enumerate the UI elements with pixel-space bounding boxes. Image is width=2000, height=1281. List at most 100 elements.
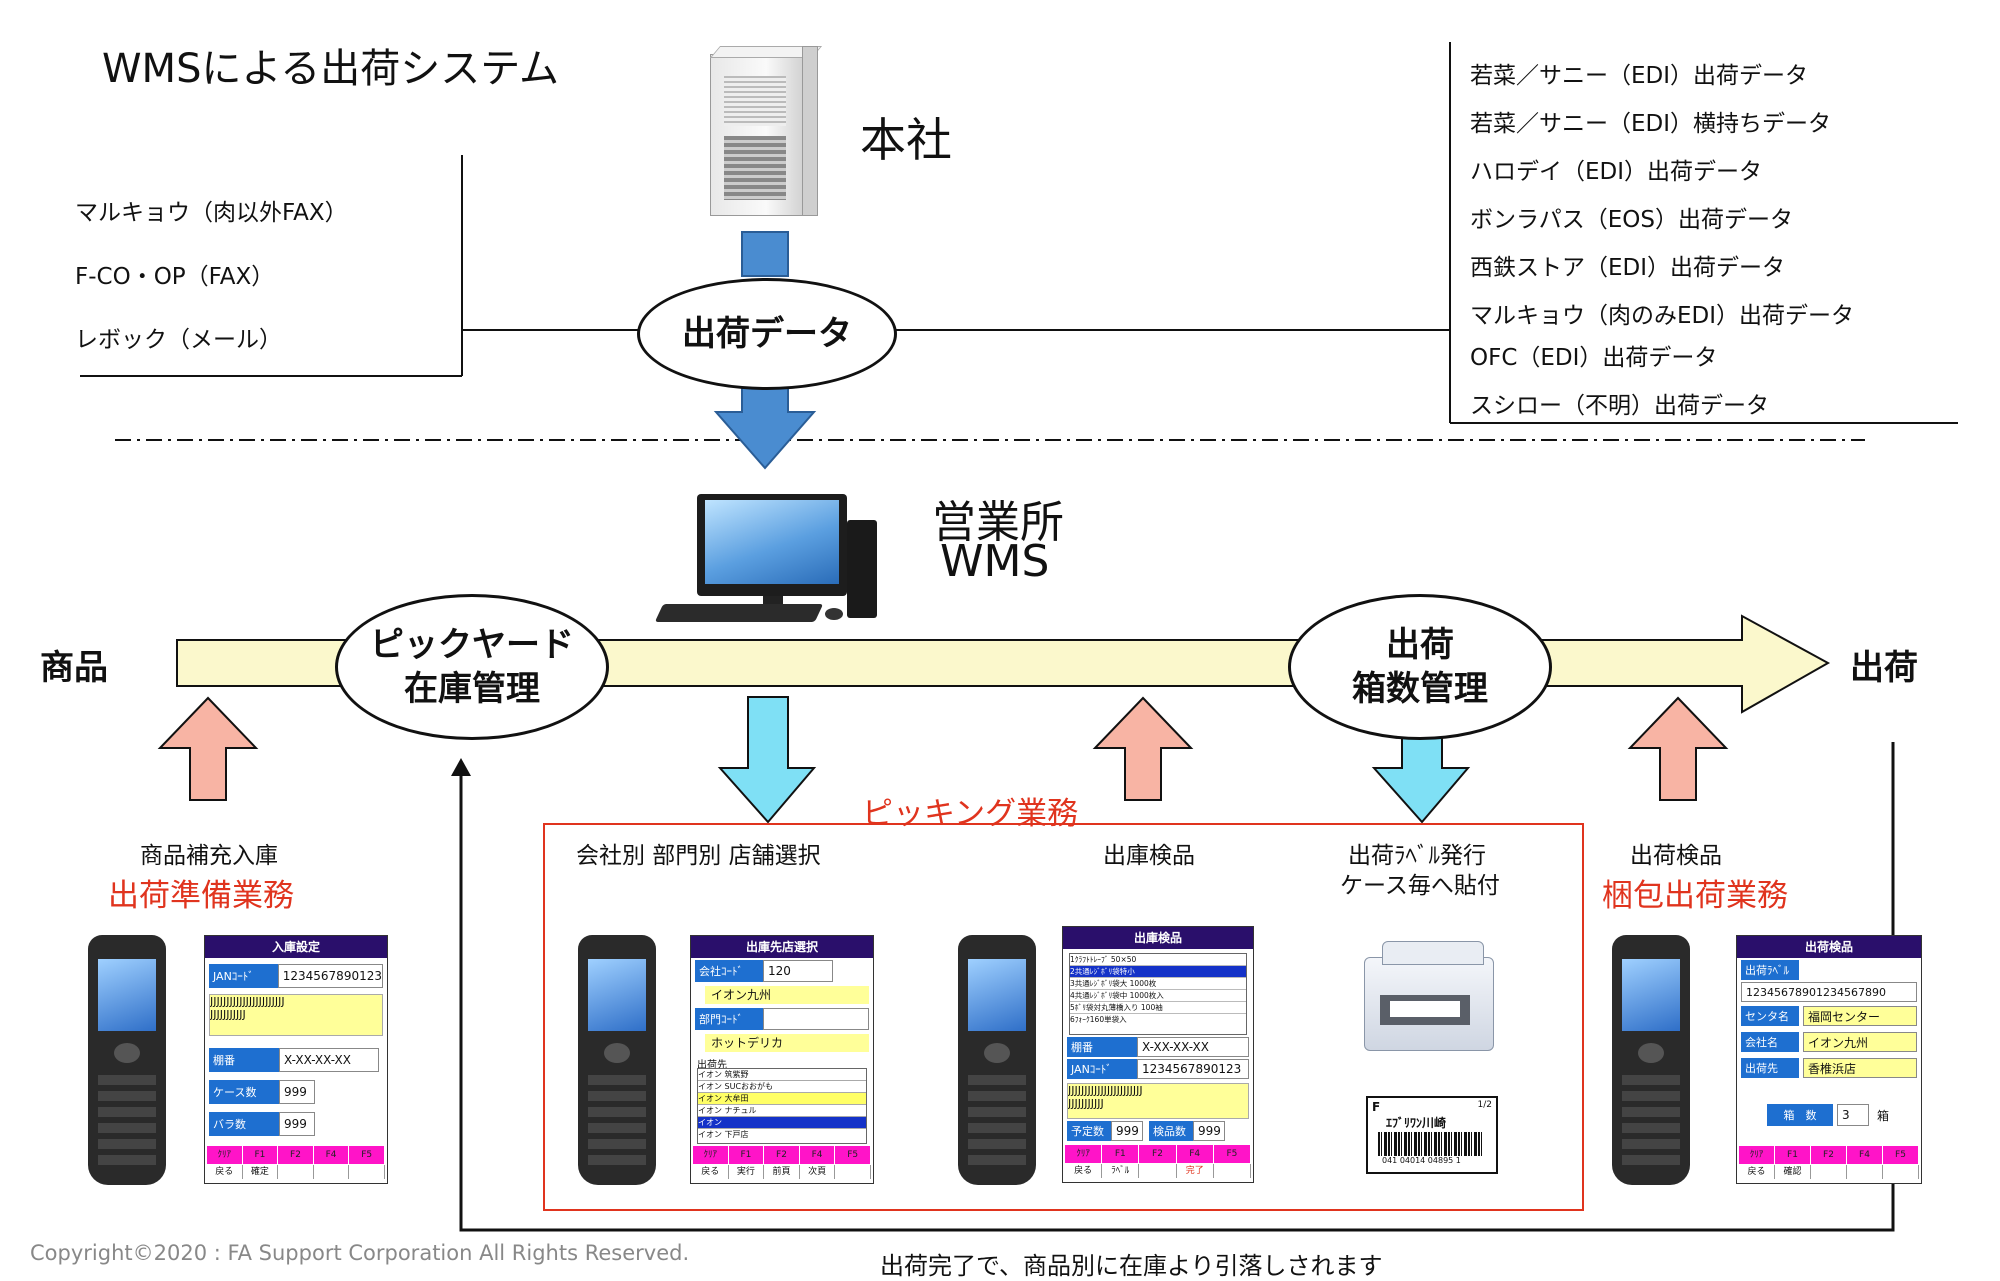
screen-title: 出庫先店選択 [691, 936, 873, 958]
list-item[interactable]: イオン 筑紫野 [698, 1069, 866, 1081]
list-item[interactable]: 1ｸﾗﾌﾄﾄﾚｰﾌﾞ 50×50 [1070, 954, 1246, 966]
picking-title: ピッキング業務 [862, 796, 1079, 832]
dept-code-field[interactable] [763, 1008, 869, 1030]
flow-start-label: 商品 [40, 648, 108, 688]
fkey-name [1883, 1165, 1919, 1179]
left-source-item: F-CO・OP（FAX） [75, 264, 275, 290]
fkey[interactable]: F1 [1775, 1146, 1811, 1164]
server-icon [710, 46, 823, 216]
fkey[interactable]: F1 [1102, 1145, 1140, 1163]
box-count-field[interactable]: 3 [1837, 1104, 1869, 1126]
shelf-field[interactable]: X-XX-XX-XX [1137, 1037, 1249, 1057]
fkey-name: 実行 [729, 1165, 765, 1179]
fkey[interactable]: ｸﾘｱ [1739, 1146, 1775, 1164]
company-code-field[interactable]: 120 [763, 960, 833, 982]
shelf-field[interactable]: X-XX-XX-XX [279, 1048, 379, 1072]
item-list[interactable]: 1ｸﾗﾌﾄﾄﾚｰﾌﾞ 50×50 2共通ﾚｼﾞﾎﾞﾘ袋特小 3共通ﾚｼﾞﾎﾞﾘ袋… [1069, 953, 1247, 1035]
item-name-line: JJJJJJJJJJJJJJJJJJJJJJJ [1068, 1084, 1143, 1097]
fkey[interactable]: F5 [349, 1146, 385, 1164]
pack-task-label: 梱包出荷業務 [1602, 878, 1788, 914]
left-source-item: マルキョウ（肉以外FAX） [75, 200, 348, 226]
select-label: 会社別 部門別 店舗選択 [576, 843, 821, 869]
hq-label: 本社 [860, 113, 952, 167]
fkey[interactable]: ｸﾘｱ [693, 1146, 729, 1164]
fkey-name: 次頁 [800, 1165, 836, 1179]
list-item[interactable]: イオン 大牟田 [698, 1093, 866, 1105]
shipping-label-sample: F 1/2 ｴﾌﾞﾘﾜﾝ川崎 041 04014 04895 1 [1366, 1096, 1498, 1174]
label-issue-line2: ケース毎へ貼付 [1340, 873, 1500, 899]
shipping-data-label: 出荷データ [682, 313, 852, 354]
down-arrow-blue [713, 383, 817, 470]
planned-qty-field[interactable]: 999 [1111, 1121, 1143, 1141]
desktop-pc-icon [654, 490, 890, 630]
company-name-value: イオン九州 [1803, 1032, 1917, 1052]
dest-label: 出荷先 [697, 1060, 727, 1071]
right-source-item: スシロー（不明）出荷データ [1470, 393, 1769, 419]
label-code: 041 04014 04895 1 [1382, 1156, 1461, 1165]
fkey[interactable]: F2 [1811, 1146, 1847, 1164]
planned-qty-label: 予定数 [1067, 1121, 1111, 1141]
fkey[interactable]: F5 [1213, 1145, 1252, 1163]
company-code-label: 会社ｺｰﾄﾞ [695, 960, 763, 982]
jan-code-field[interactable]: 1234567890123 [1137, 1059, 1249, 1079]
fkey-name: 戻る [207, 1165, 243, 1179]
list-item[interactable]: 4共通ﾚｼﾞﾎﾞﾘ袋中 1000枚入 [1070, 990, 1246, 1002]
right-source-item: 若菜／サニー（EDI）出荷データ [1470, 63, 1809, 89]
label-corner: F [1372, 1100, 1381, 1114]
fkey[interactable]: F5 [1883, 1146, 1919, 1164]
office-label: 営業所 [932, 497, 1064, 548]
fkey[interactable]: ｸﾘｱ [1065, 1145, 1103, 1163]
label-store: ｴﾌﾞﾘﾜﾝ川崎 [1386, 1116, 1447, 1130]
shelf-label: 棚番 [1067, 1037, 1137, 1057]
box-count-label: 箱 数 [1767, 1104, 1833, 1126]
list-item[interactable]: イオン SUCおおがも [698, 1081, 866, 1093]
fkey[interactable]: F4 [1176, 1145, 1214, 1163]
item-name-line: JJJJJJJJJJJ [1068, 1097, 1104, 1110]
list-item[interactable]: イオン ナチュル [698, 1105, 866, 1117]
item-name-line: JJJJJJJJJJJ [210, 1008, 246, 1021]
handheld-terminal-icon [1612, 935, 1690, 1185]
list-item[interactable]: 2共通ﾚｼﾞﾎﾞﾘ袋特小 [1070, 966, 1246, 978]
server-connector [741, 231, 789, 277]
checked-qty-label: 検品数 [1149, 1121, 1193, 1141]
loose-count-field[interactable]: 999 [279, 1112, 315, 1136]
jan-code-field[interactable]: 1234567890123 [277, 964, 383, 988]
fkey-name: ﾗﾍﾞﾙ [1102, 1164, 1140, 1178]
fkey[interactable]: F2 [1139, 1145, 1177, 1163]
list-item[interactable]: イオン 下戸店 [698, 1130, 749, 1139]
fkey-name: 前頁 [764, 1165, 800, 1179]
center-name-label: センタ名 [1741, 1006, 1799, 1026]
fkey[interactable]: F4 [313, 1146, 350, 1164]
fkey[interactable]: F1 [728, 1146, 765, 1164]
right-source-item: ハロデイ（EDI）出荷データ [1470, 159, 1763, 185]
prep-task-label: 出荷準備業務 [108, 878, 294, 914]
jan-code-label: JANｺｰﾄﾞ [1067, 1059, 1137, 1079]
list-item[interactable]: 6ﾌｫｰｸ160単袋入 [1070, 1015, 1127, 1024]
destination-label: 出荷先 [1741, 1058, 1799, 1078]
list-item[interactable]: 3共通ﾚｼﾞﾎﾞﾘ袋大 1000枚 [1070, 978, 1246, 990]
fkey[interactable]: F4 [799, 1146, 836, 1164]
fkey-name [314, 1165, 350, 1179]
ship-label-label: 出荷ﾗﾍﾞﾙ [1741, 960, 1799, 980]
fkey-name: 戻る [1739, 1165, 1775, 1179]
up-arrow-replenish [157, 696, 259, 801]
screen-shipping-inspect: 出荷検品 出荷ﾗﾍﾞﾙ 12345678901234567890 センタ名 福岡… [1736, 935, 1922, 1184]
fkey[interactable]: F2 [764, 1146, 800, 1164]
fkey[interactable]: F4 [1847, 1146, 1883, 1164]
list-item[interactable]: イオン [698, 1117, 866, 1129]
copyright: Copyright©2020 : FA Support Corporation … [30, 1241, 690, 1265]
fkey[interactable]: ｸﾘｱ [207, 1146, 243, 1164]
right-source-item: 西鉄ストア（EDI）出荷データ [1470, 255, 1786, 281]
shelf-label: 棚番 [209, 1048, 279, 1072]
case-count-field[interactable]: 999 [279, 1080, 315, 1104]
list-item[interactable]: 5ﾎﾞﾘ袋対丸薄橋入り 100袖 [1070, 1002, 1246, 1014]
fkey[interactable]: F5 [835, 1146, 871, 1164]
dest-list[interactable]: イオン 筑紫野 イオン SUCおおがも イオン 大牟田 イオン ナチュル イオン… [697, 1068, 867, 1144]
fkey-name [278, 1165, 314, 1179]
fkey[interactable]: F1 [242, 1146, 279, 1164]
fkey[interactable]: F2 [278, 1146, 314, 1164]
checked-qty-field[interactable]: 999 [1193, 1121, 1225, 1141]
fkey-name [1214, 1164, 1252, 1178]
replenish-label: 商品補充入庫 [140, 843, 278, 869]
ship-label-field[interactable]: 12345678901234567890 [1741, 982, 1917, 1002]
